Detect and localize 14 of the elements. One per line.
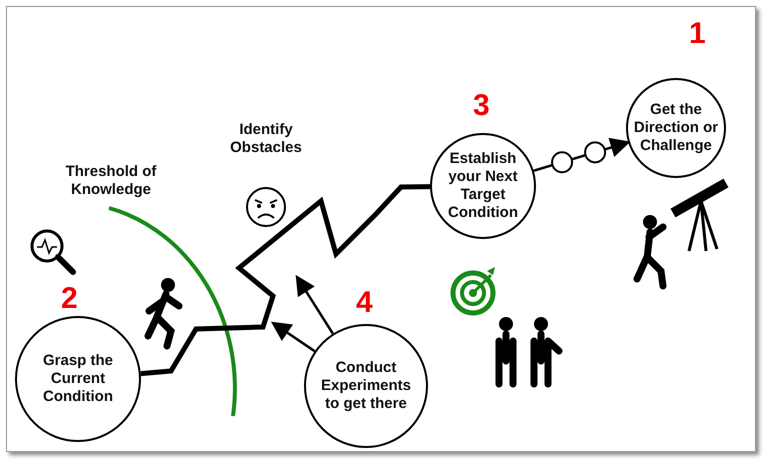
step-number: 4 bbox=[356, 288, 373, 318]
arrow bbox=[533, 138, 630, 172]
step-number: 1 bbox=[689, 19, 706, 49]
arrow bbox=[296, 274, 334, 334]
step-label: Grasp the Current Condition bbox=[42, 352, 114, 406]
arrow bbox=[270, 322, 316, 352]
path-line bbox=[140, 184, 430, 376]
caption-text: Threshold of Knowledge bbox=[64, 163, 158, 199]
step-number: 2 bbox=[61, 284, 78, 314]
step-label: Establish your Next Target Condition bbox=[447, 150, 519, 222]
caption-text: Identify Obstacles bbox=[229, 121, 303, 157]
step-number: 3 bbox=[473, 91, 490, 121]
step-label: Conduct Experiments to get there bbox=[320, 359, 412, 413]
step-label: Get the Direction or Challenge bbox=[632, 101, 720, 155]
